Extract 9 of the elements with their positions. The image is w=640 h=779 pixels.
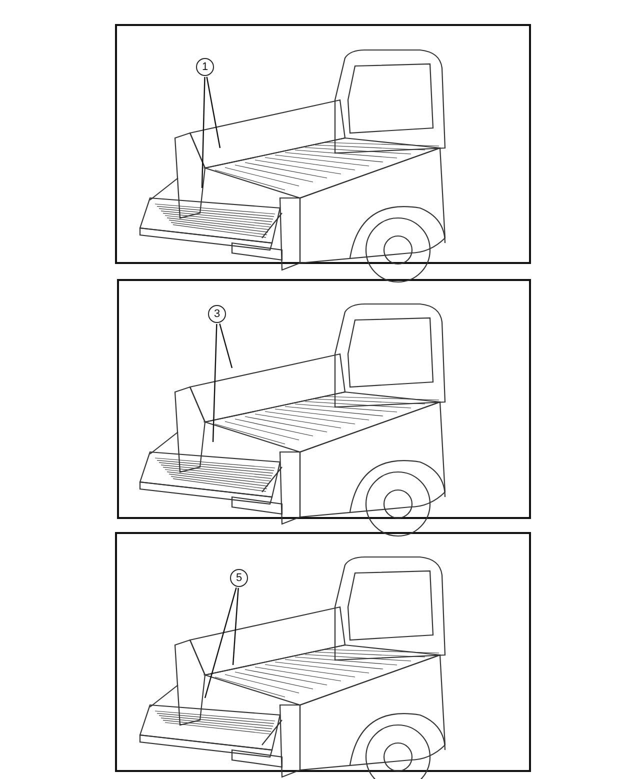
leader-line [204, 587, 237, 698]
leader-line [232, 588, 239, 666]
callout-number: 3 [208, 305, 226, 323]
leader-line [219, 323, 233, 368]
leader-line [206, 76, 221, 148]
callout-number: 5 [230, 569, 248, 587]
callout-number: 1 [196, 58, 214, 76]
leader-line [201, 76, 206, 188]
leader-line [212, 324, 218, 442]
